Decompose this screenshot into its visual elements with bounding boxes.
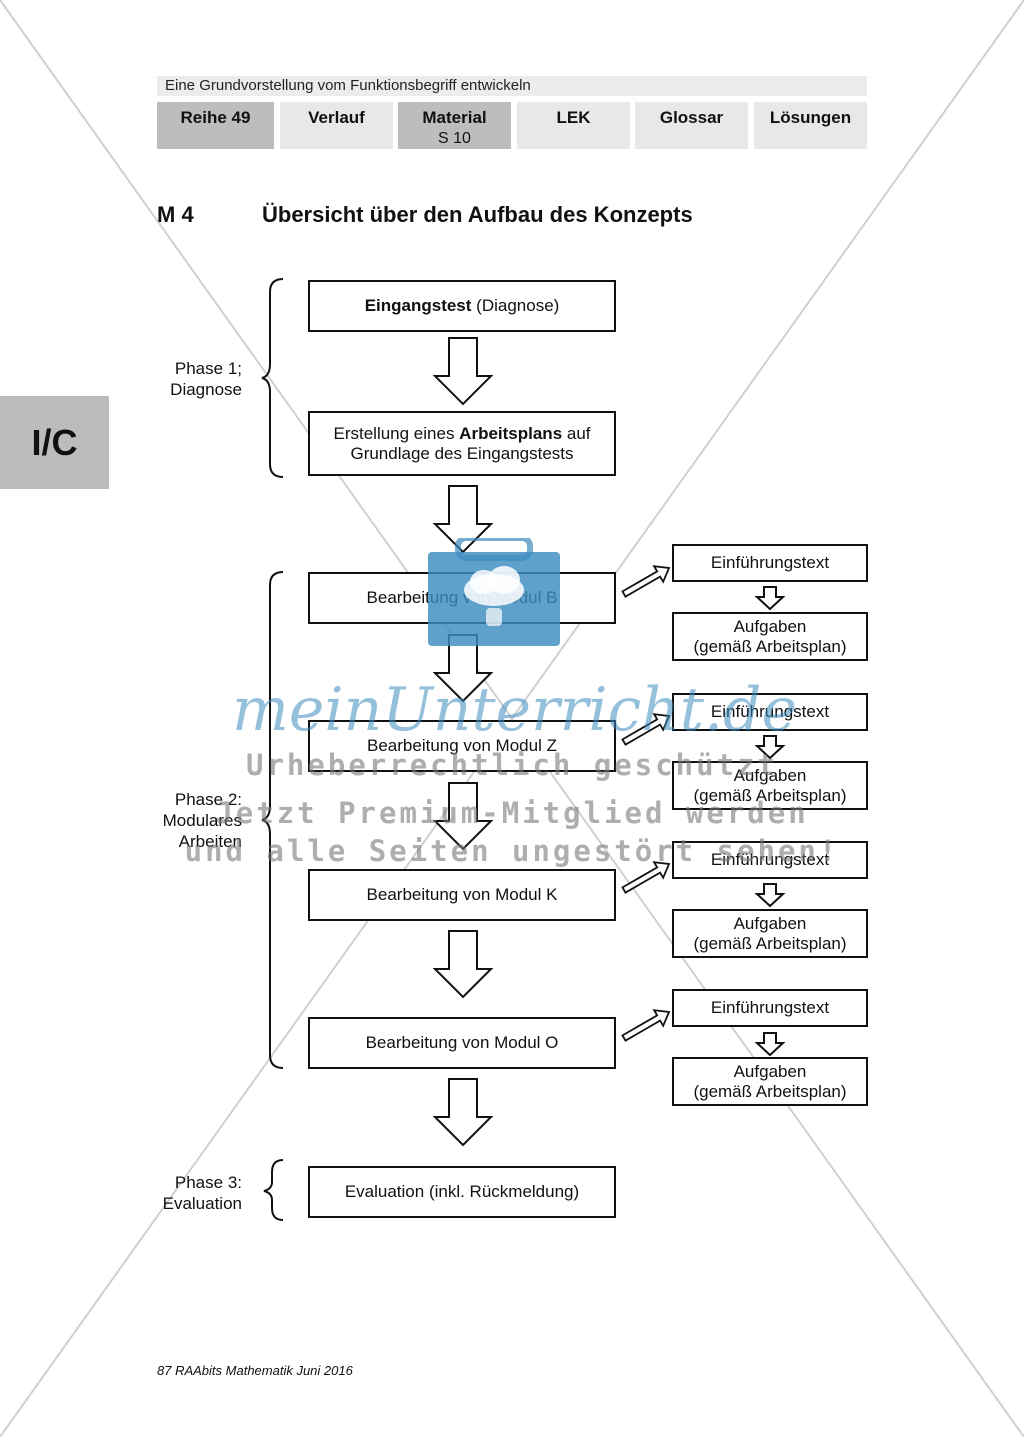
box-arbeitsplan: Erstellung eines Arbeitsplans auf Grundl… [308,411,616,476]
tasks-b-line1: Aufgaben [733,616,807,636]
arrow-diag-1 [618,559,675,603]
box-modul-o: Bearbeitung von Modul O [308,1017,616,1069]
phase-3-label: Phase 3: Evaluation [122,1172,242,1214]
arbeitsplan-line2: Grundlage des Eingangstests [350,443,574,463]
arrow-diag-4 [618,1003,675,1047]
box-intro-o: Einführungstext [672,989,868,1027]
arrow-down-1 [434,337,492,405]
box-intro-b: Einführungstext [672,544,868,582]
tasks-k-line2: (gemäß Arbeitsplan) [693,933,847,953]
series-title: Eine Grundvorstellung vom Funktionsbegri… [157,76,867,96]
arrow-down-5 [434,930,492,998]
phase-1-line2: Diagnose [170,380,242,399]
brace-phase-1 [261,278,284,478]
arrow-small-1 [756,586,784,610]
tasks-b-line2: (gemäß Arbeitsplan) [693,636,847,656]
arrow-small-4 [756,1032,784,1056]
box-intro-z: Einführungstext [672,693,868,731]
tasks-o-line2: (gemäß Arbeitsplan) [693,1081,847,1101]
tasks-z-line1: Aufgaben [733,765,807,785]
watermark-line-1: Urheberrechtlich geschützt [246,748,778,782]
arrow-small-3 [756,883,784,907]
nav-tab-material[interactable]: Material S 10 [398,102,511,149]
nav-tab-loesungen-label: Lösungen [769,108,852,127]
nav-tab-loesungen[interactable]: Lösungen [754,102,867,149]
arbeitsplan-post: auf [562,423,591,443]
tasks-z-line2: (gemäß Arbeitsplan) [693,785,847,805]
phase-2-label: Phase 2: Modulares Arbeiten [122,789,242,852]
tasks-k-line1: Aufgaben [733,913,807,933]
footer-text: 87 RAAbits Mathematik Juni 2016 [157,1363,353,1378]
box-tasks-z: Aufgaben(gemäß Arbeitsplan) [672,761,868,810]
box-evaluation: Evaluation (inkl. Rückmeldung) [308,1166,616,1218]
nav-tab-lek-label: LEK [556,108,591,127]
watermark-logo: meinUnterricht.de [232,675,797,745]
arbeitsplan-bold: Arbeitsplans [459,423,563,443]
watermark-line-3: und alle Seiten ungestört sehen! [184,834,840,868]
section-tab: I/C [0,396,109,489]
phase-2-line2: Modulares [162,811,242,830]
phase-3-line2: Evaluation [162,1194,242,1213]
box-tasks-k: Aufgaben(gemäß Arbeitsplan) [672,909,868,958]
nav-tab-glossar-label: Glossar [659,108,724,127]
box-tasks-b: Aufgaben(gemäß Arbeitsplan) [672,612,868,661]
box-tasks-o: Aufgaben(gemäß Arbeitsplan) [672,1057,868,1106]
phase-2-line1: Phase 2: [174,790,242,809]
briefcase-cloud-icon [428,538,560,646]
nav-tab-reihe-label: Reihe 49 [180,108,251,127]
phase-3-line1: Phase 3: [174,1173,242,1192]
nav-tab-glossar[interactable]: Glossar [635,102,748,149]
box-intro-k: Einführungstext [672,841,868,879]
nav-tab-material-label: Material [422,108,487,127]
material-number: M 4 [157,202,194,227]
nav-tab-verlauf[interactable]: Verlauf [280,102,393,149]
eingangstest-rest: (Diagnose) [471,296,560,315]
box-eingangstest: Eingangstest (Diagnose) [308,280,616,332]
tasks-o-line1: Aufgaben [733,1061,807,1081]
material-title: Übersicht über den Aufbau des Konzepts [262,202,693,227]
box-modul-z: Bearbeitung von Modul Z [308,720,616,772]
nav-tab-lek[interactable]: LEK [517,102,630,149]
nav-tab-verlauf-label: Verlauf [308,108,365,127]
nav-tab-reihe[interactable]: Reihe 49 [157,102,274,149]
phase-1-line1: Phase 1; [174,359,242,378]
eingangstest-bold: Eingangstest [364,296,472,315]
nav-tab-material-page: S 10 [438,130,471,147]
arbeitsplan-pre: Erstellung eines [333,423,460,443]
box-modul-k: Bearbeitung von Modul K [308,869,616,921]
brace-phase-3 [263,1159,284,1221]
arrow-down-6 [434,1078,492,1146]
phase-1-label: Phase 1; Diagnose [122,358,242,400]
brace-phase-2 [261,571,284,1069]
phase-2-line3: Arbeiten [178,832,242,851]
watermark-line-2: Jetzt Premium-Mitglied werden [215,796,809,830]
